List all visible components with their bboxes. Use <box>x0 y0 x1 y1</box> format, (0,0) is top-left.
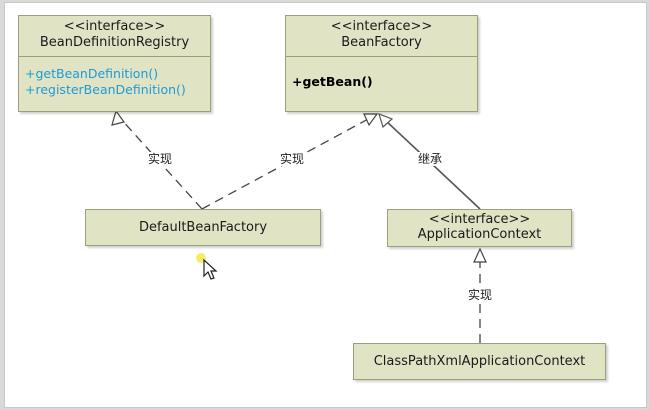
beanfactory-name: BeanFactory <box>341 35 422 50</box>
class-bean-definition-registry[interactable]: <<interface>> BeanDefinitionRegistry +ge… <box>18 15 211 112</box>
beanfactory-methods: +getBean() <box>292 74 373 90</box>
beanfactory-stereotype: <<interface>> <box>330 19 433 34</box>
class-application-context[interactable]: <<interface>> ApplicationContext <box>387 209 572 247</box>
impl-registry-arrowhead <box>111 109 126 126</box>
impl-appcontext-arrowhead <box>473 247 487 263</box>
mouse-cursor <box>196 253 218 280</box>
impl-appcontext-label: 实现 <box>466 288 495 302</box>
registry-stereotype: <<interface>> <box>63 19 166 34</box>
impl-beanfactory-label: 实现 <box>278 152 307 166</box>
method-register-bean-definition: +registerBeanDefinition() <box>25 82 186 97</box>
cursor-arrow <box>203 258 218 280</box>
registry-methods: +getBeanDefinition() +registerBeanDefini… <box>25 66 186 98</box>
class-default-bean-factory[interactable]: DefaultBeanFactory <box>85 209 321 246</box>
inherit-arrowhead <box>378 112 394 129</box>
impl-registry-label: 实现 <box>146 152 175 166</box>
method-get-bean: +getBean() <box>292 74 373 89</box>
impl-beanfactory-arrowhead <box>363 113 379 127</box>
appcontext-stereotype: <<interface>> <box>428 212 531 227</box>
beanfactory-divider <box>286 56 477 57</box>
defaultbeanfactory-name: DefaultBeanFactory <box>138 220 268 235</box>
method-get-bean-definition: +getBeanDefinition() <box>25 66 159 81</box>
inherit-label: 继承 <box>416 152 445 166</box>
class-classpath-xml-application-context[interactable]: ClassPathXmlApplicationContext <box>353 343 606 380</box>
classpath-name: ClassPathXmlApplicationContext <box>373 354 586 369</box>
registry-name: BeanDefinitionRegistry <box>39 35 190 50</box>
appcontext-name: ApplicationContext <box>417 227 542 242</box>
registry-divider <box>19 56 210 57</box>
class-bean-factory[interactable]: <<interface>> BeanFactory +getBean() <box>285 15 478 112</box>
